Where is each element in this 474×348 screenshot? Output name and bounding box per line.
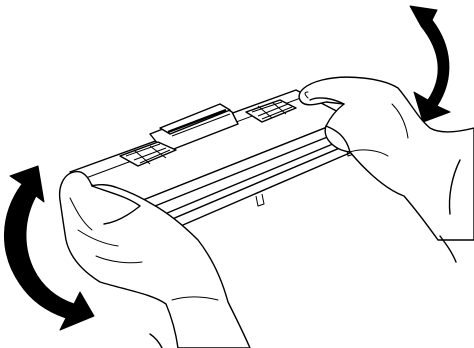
up-down-arrow-icon <box>410 6 450 122</box>
